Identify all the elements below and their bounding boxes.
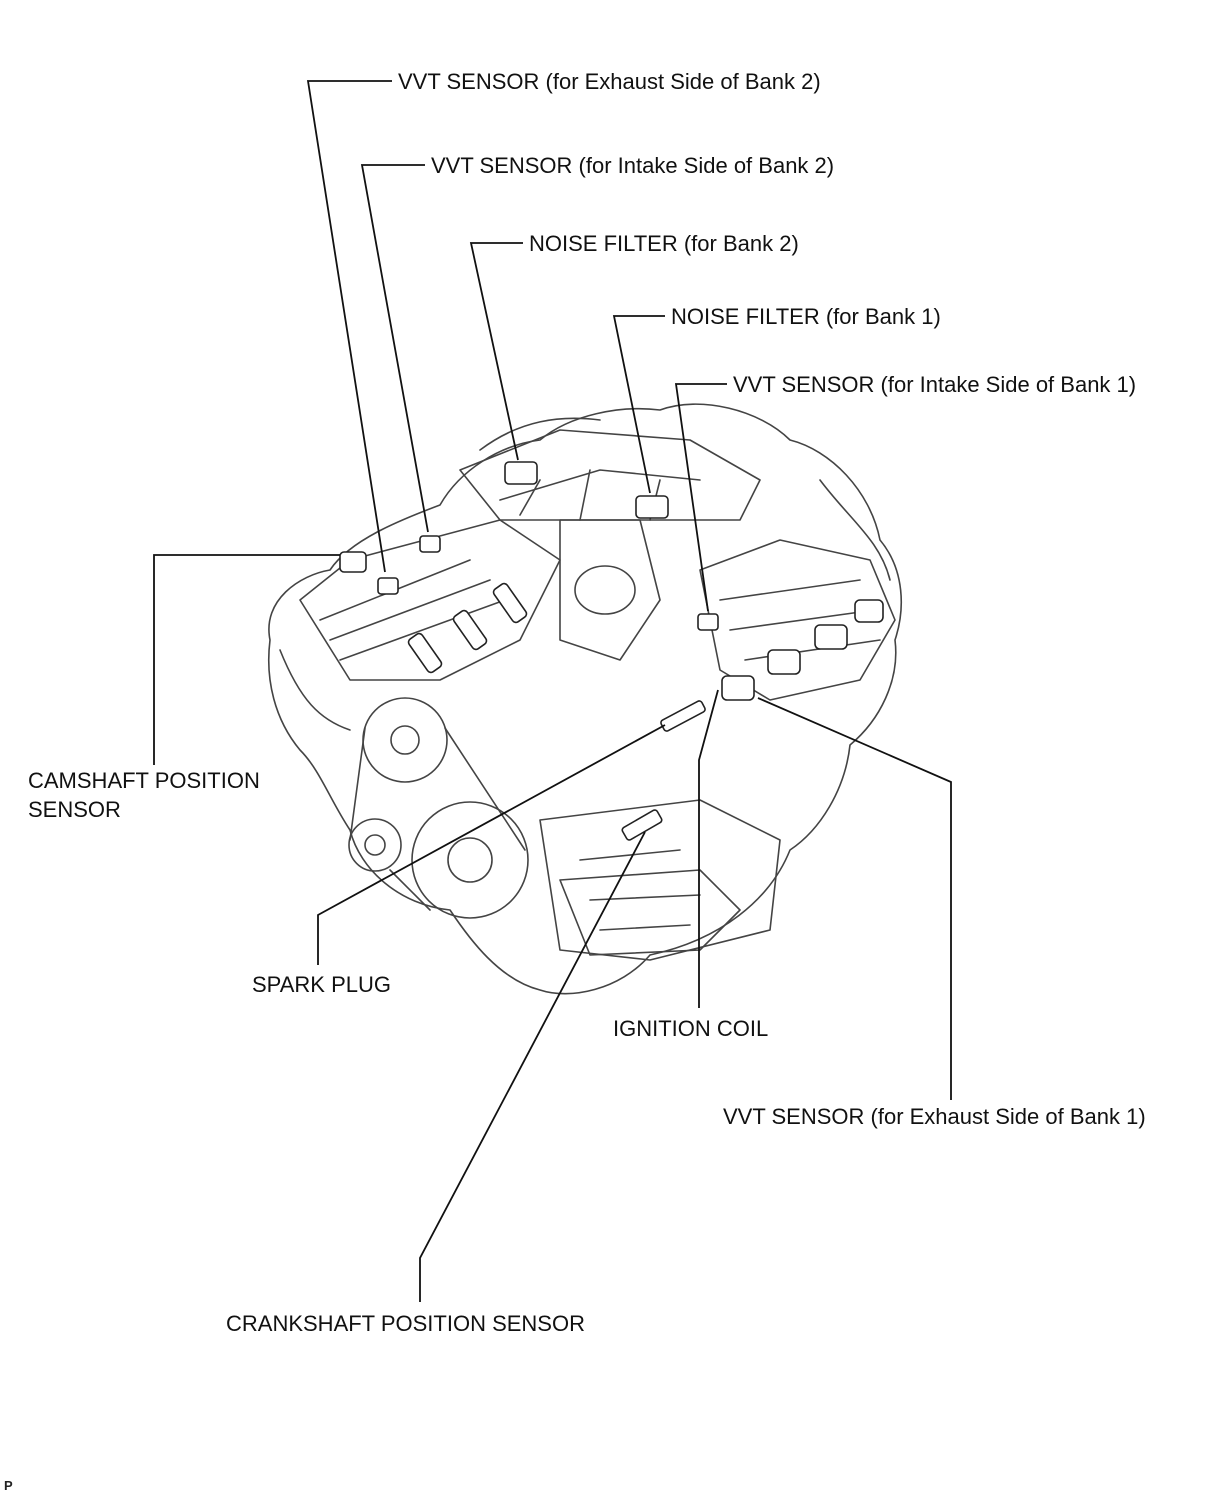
- figure-footer-mark: P: [4, 1478, 13, 1493]
- leader-noise-filter-bank2: [469, 242, 523, 461]
- label-vvt-exhaust-bank2: VVT SENSOR (for Exhaust Side of Bank 2): [398, 69, 821, 94]
- label-spark-plug: SPARK PLUG: [252, 972, 391, 997]
- leader-crankshaft-position-sensor: [419, 831, 646, 1302]
- ignition-coil-right-1: [721, 675, 755, 701]
- idler-pulley-hub: [364, 834, 386, 856]
- label-ignition-coil: IGNITION COIL: [613, 1016, 769, 1041]
- lower-pulley: [411, 801, 529, 919]
- ignition-coil-right-4: [854, 599, 884, 623]
- noise-filter-bank1-part: [635, 495, 669, 519]
- leader-vvt-exhaust-bank1: [757, 697, 952, 1100]
- noise-filter-bank2-part: [504, 461, 538, 485]
- label-camshaft-position-sensor: CAMSHAFT POSITION SENSOR: [28, 768, 260, 822]
- lower-pulley-hub: [447, 837, 493, 883]
- leader-lines: [153, 80, 952, 1302]
- ignition-coil-left-2: [452, 609, 488, 651]
- ignition-coil-left-3: [492, 582, 528, 624]
- throttle-body: [559, 519, 661, 661]
- left-bank-head: [299, 519, 561, 681]
- label-noise-filter-bank1: NOISE FILTER (for Bank 1): [671, 304, 941, 329]
- engine-outline: [267, 403, 903, 995]
- oil-pan: [559, 869, 741, 956]
- right-bank-head: [699, 539, 896, 701]
- label-crankshaft-position-sensor: CRANKSHAFT POSITION SENSOR: [226, 1311, 585, 1336]
- hose-top: [479, 417, 601, 451]
- ignition-coil-left-1: [407, 632, 443, 674]
- vvt-sensor-exhaust-bank2-part: [377, 577, 399, 595]
- label-vvt-exhaust-bank1: VVT SENSOR (for Exhaust Side of Bank 1): [723, 1104, 1146, 1129]
- hose-left: [279, 649, 351, 731]
- components: [339, 461, 884, 841]
- idler-pulley: [348, 818, 402, 872]
- leader-spark-plug: [317, 724, 666, 965]
- vvt-sensor-intake-bank1-part: [697, 613, 719, 631]
- engine-illustration: [267, 403, 903, 995]
- intake-plenum: [459, 429, 761, 521]
- camshaft-position-sensor-part: [339, 551, 367, 573]
- leader-ignition-coil: [698, 689, 719, 1008]
- intake-plenum-detail: [499, 469, 701, 521]
- hose-right: [819, 479, 891, 581]
- drive-belt: [349, 727, 526, 911]
- ignition-coil-right-2: [767, 649, 801, 675]
- leader-vvt-intake-bank2: [360, 164, 429, 533]
- upper-pulley: [362, 697, 448, 783]
- leader-vvt-exhaust-bank2: [306, 80, 392, 573]
- leader-noise-filter-bank1: [612, 315, 665, 494]
- label-vvt-intake-bank1: VVT SENSOR (for Intake Side of Bank 1): [733, 372, 1137, 397]
- leader-camshaft-position-sensor: [153, 554, 340, 765]
- ignition-coil-right-3: [814, 624, 848, 650]
- block-detail: [579, 849, 701, 931]
- crankshaft-position-sensor-part: [621, 809, 663, 841]
- spark-plug-part: [660, 700, 706, 732]
- throttle-opening: [574, 565, 636, 615]
- engine-block-lower: [539, 799, 781, 961]
- upper-pulley-hub: [390, 725, 420, 755]
- vvt-sensor-intake-bank2-part: [419, 535, 441, 553]
- leader-vvt-intake-bank1: [674, 383, 727, 612]
- label-vvt-intake-bank2: VVT SENSOR (for Intake Side of Bank 2): [431, 153, 835, 178]
- label-noise-filter-bank2: NOISE FILTER (for Bank 2): [529, 231, 799, 256]
